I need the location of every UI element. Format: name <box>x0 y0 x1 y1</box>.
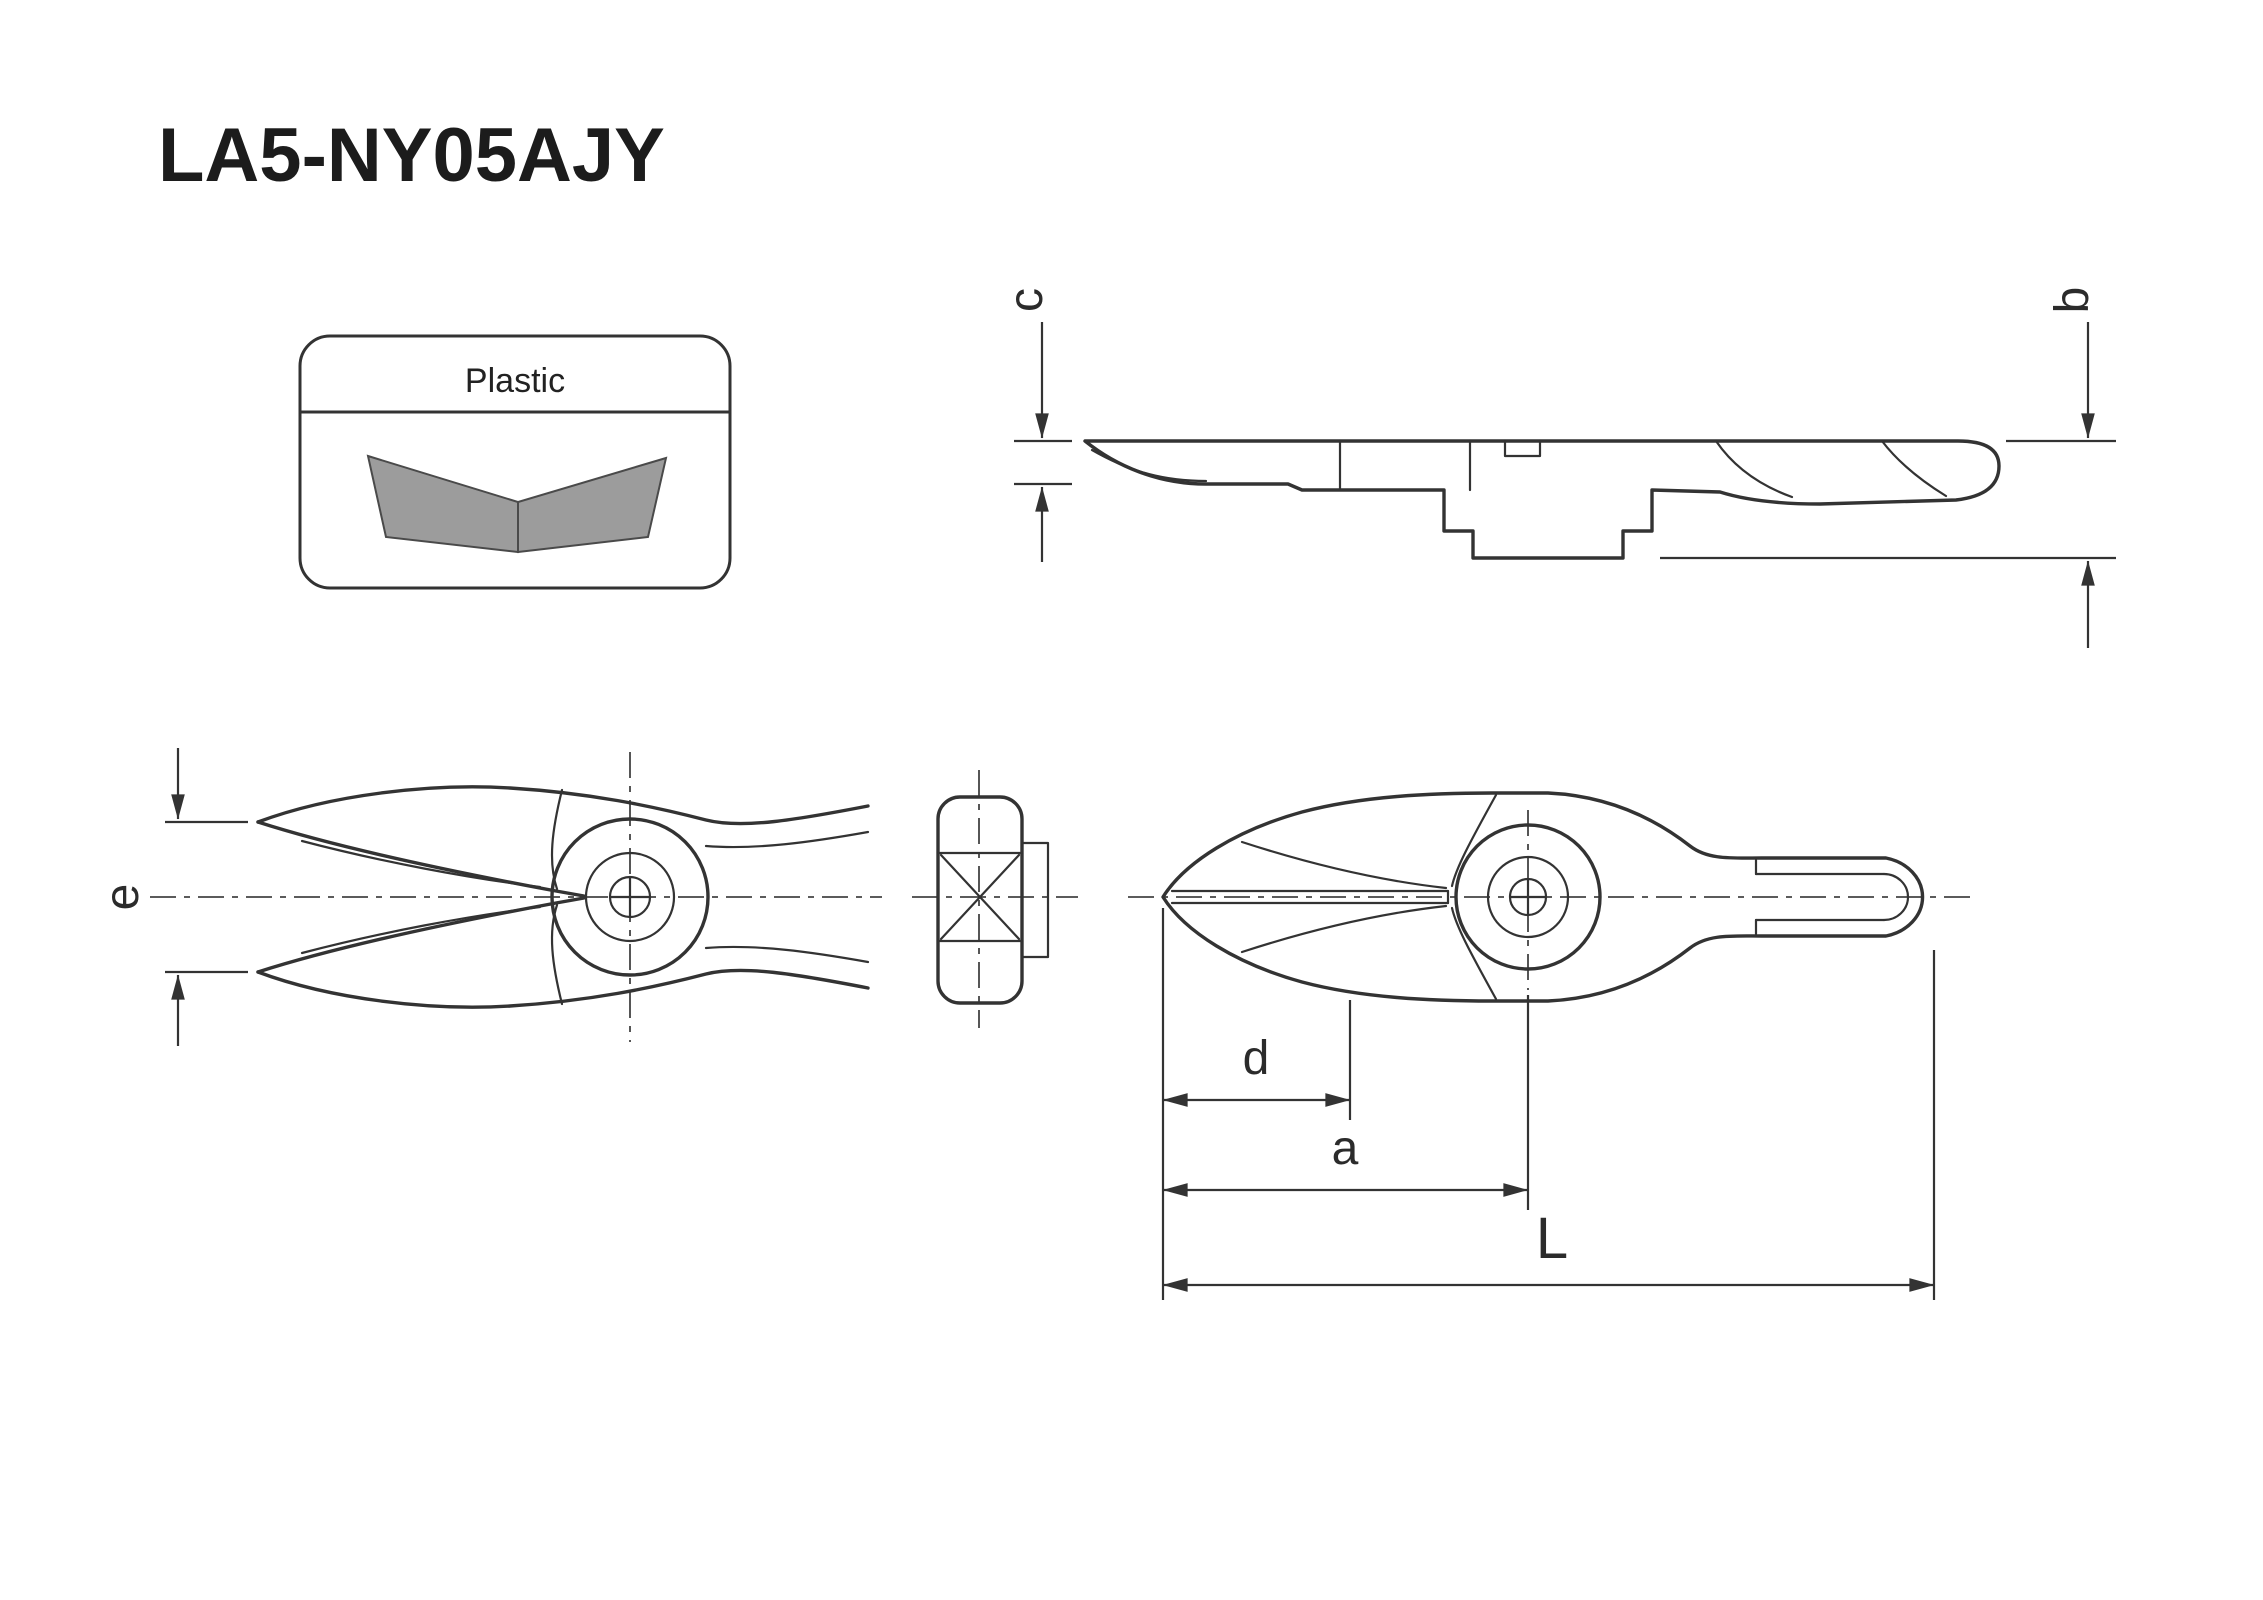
dimension-b-label: b <box>2046 287 2099 314</box>
open-view-bevel-top <box>300 839 542 889</box>
open-view-pivot-outer <box>550 817 710 977</box>
side-profile-edge-bevel <box>1090 448 1208 483</box>
open-view-bottom-edge <box>256 968 870 1009</box>
open-view-arm-inner-bottom <box>704 945 870 964</box>
dimension-c-label: c <box>1000 288 1053 312</box>
dimension-a: a <box>1162 995 1530 1210</box>
dimension-d: d <box>1161 908 1352 1300</box>
section-side-tab <box>1020 841 1050 959</box>
open-view-pivot-ring <box>584 851 676 943</box>
dimension-c: c <box>1000 288 1072 562</box>
material-badge-frame <box>298 334 732 590</box>
blade-silhouette-left <box>366 454 519 554</box>
closed-view-outline <box>1161 791 1925 1003</box>
closed-view-pivot-outer <box>1454 823 1602 971</box>
closed-view-blade-back-top <box>1450 793 1498 888</box>
dimension-L: L <box>1162 950 1936 1300</box>
material-label: Plastic <box>465 362 565 400</box>
section-cross-line-2 <box>939 853 1021 941</box>
cross-section-view <box>912 770 1078 1028</box>
open-view-arm-inner-top <box>704 830 870 849</box>
dimension-L-label: L <box>1536 1206 1568 1271</box>
closed-view-bevel-top <box>1240 840 1448 890</box>
open-view-bevel-bottom <box>300 905 542 955</box>
open-jaw-front-view <box>150 752 882 1042</box>
closed-view-shank-slot-cap <box>1882 872 1910 922</box>
side-profile-view <box>1083 439 2001 560</box>
closed-view-blade-back-bottom <box>1450 906 1498 1001</box>
dimension-e-label: e <box>96 884 149 911</box>
side-profile-taper-curve-2 <box>1880 439 1948 498</box>
dimension-e: e <box>96 748 248 1046</box>
open-view-top-edge <box>256 785 870 826</box>
blade-silhouette-icon <box>366 454 668 554</box>
closed-view-pivot-ring <box>1486 855 1570 939</box>
material-badge: Plastic <box>298 334 732 590</box>
dimension-d-label: d <box>1243 1032 1270 1085</box>
dimension-a-label: a <box>1332 1122 1359 1175</box>
dimension-b: b <box>1660 287 2116 648</box>
side-profile-taper-curve-1 <box>1714 439 1794 499</box>
closed-view-bevel-bottom <box>1240 904 1448 954</box>
section-outline <box>936 795 1024 1005</box>
side-profile-outline <box>1083 439 2001 560</box>
side-profile-top-notch <box>1503 439 1542 458</box>
open-view-cutting-edge-top <box>256 820 586 898</box>
open-view-cutting-edge-bottom <box>256 896 586 974</box>
closed-jaw-top-view <box>1128 791 1978 1003</box>
part-number-title: LA5-NY05AJY <box>158 113 665 198</box>
blade-silhouette-right <box>517 456 668 554</box>
